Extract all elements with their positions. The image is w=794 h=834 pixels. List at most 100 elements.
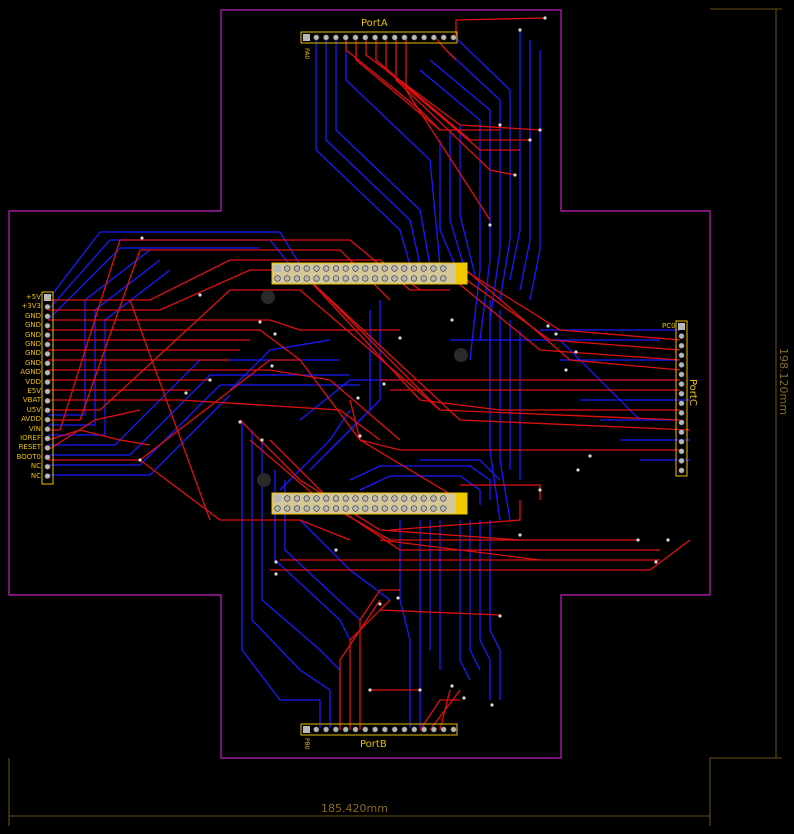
port-c-pad (678, 438, 685, 445)
lower-header-pad (371, 495, 379, 502)
port-b-pad (372, 726, 379, 733)
power-pin-label: BOOT0 (16, 452, 41, 461)
port-a-pads (313, 34, 457, 41)
port-a-pad (450, 34, 457, 41)
lower-header-pad (430, 505, 437, 512)
port-b-pad (332, 726, 340, 733)
lower-header-pad (293, 495, 301, 502)
power-pin-label: GND (24, 330, 41, 339)
power-pin-label: NC (30, 462, 41, 471)
upper-header-pad (401, 275, 408, 282)
port-c-pad (678, 409, 685, 417)
lower-header-pad (381, 505, 388, 512)
port-c-pad (678, 419, 685, 426)
upper-header-pad (313, 265, 320, 272)
lower-header-pad (323, 495, 330, 502)
port-a-pad (362, 34, 369, 41)
port-b-pad (421, 726, 428, 733)
power-pin-label: +3V3 (21, 302, 41, 311)
upper-header-pad (323, 275, 330, 282)
power-pin-label: IOREF (20, 434, 41, 442)
upper-header-pad (440, 275, 447, 282)
port-c-pad (678, 381, 685, 388)
power-pin-label: GND (24, 349, 41, 358)
upper-dual-header-pads (274, 265, 447, 282)
port-a-pad (342, 34, 349, 41)
lower-header-pad (303, 495, 310, 502)
upper-header-pad (362, 265, 369, 272)
lower-header-pad (371, 505, 379, 512)
port-c-pad (678, 333, 685, 340)
lower-header-pad (303, 505, 310, 512)
lower-header-pad (352, 505, 359, 512)
upper-header-pad (303, 275, 310, 282)
upper-header-pad (352, 275, 359, 282)
upper-header-pad (313, 275, 320, 282)
upper-header-pad (391, 265, 398, 272)
power-pin-label: VIN (28, 424, 41, 433)
port-c-pad (678, 390, 685, 397)
lower-header-pad (342, 495, 349, 502)
power-pin-label: GND (24, 311, 41, 320)
lower-header-pad (352, 495, 359, 502)
port-c-pad (678, 467, 685, 474)
power-pad (44, 397, 51, 405)
power-pad (44, 463, 51, 470)
width-dimension-label: 185.420mm (321, 802, 388, 815)
port-a-pad (411, 34, 418, 41)
power-pin-label: +5V (25, 293, 41, 301)
power-pad (44, 435, 51, 442)
port-b-pad (450, 726, 457, 733)
upper-header-pad (410, 275, 418, 282)
port-b-pad (391, 726, 398, 733)
port-a-pad (381, 34, 389, 41)
lower-header-pad (410, 495, 418, 502)
port-c-pad (678, 352, 685, 359)
port-a-pad (421, 34, 428, 41)
port-b-pad (323, 726, 330, 733)
port-a-first-pin-label: PA0 (303, 48, 310, 60)
port-c-header (675, 320, 688, 477)
upper-header-pad (381, 265, 388, 272)
power-pin-label: VDD (25, 377, 41, 386)
lower-header-pad (284, 505, 291, 512)
port-c-pad (678, 371, 685, 378)
upper-header-pad (332, 265, 340, 272)
lower-header-pad (401, 505, 408, 512)
power-pad (44, 350, 51, 358)
port-b-pad (440, 726, 447, 733)
port-b-pad (313, 726, 320, 733)
port-a-pad (372, 34, 379, 41)
port-b-pad (411, 726, 418, 733)
lower-header-pad (410, 505, 418, 512)
port-b-header (300, 723, 458, 736)
upper-header-pad (362, 275, 369, 282)
power-header-pads (44, 303, 51, 480)
height-dimension-label: 198.120mm (777, 348, 790, 415)
lower-header-pad (420, 495, 427, 502)
port-b-pads (313, 726, 457, 733)
power-pad (44, 454, 51, 461)
power-pad (44, 416, 51, 423)
power-header (41, 291, 54, 485)
port-a-pad (352, 34, 359, 41)
port-b-title: PortB (360, 739, 387, 750)
port-a-pad (332, 34, 340, 41)
power-pad (44, 388, 51, 395)
port-c-pad (678, 457, 685, 465)
port-b-pad (352, 726, 359, 733)
lower-header-pad (313, 505, 320, 512)
lower-header-pad (381, 495, 388, 502)
port-c-pad (678, 361, 685, 369)
upper-header-pad (391, 275, 398, 282)
upper-header-pad (342, 265, 349, 272)
upper-header-pad (430, 275, 437, 282)
upper-header-pad (420, 275, 427, 282)
power-pin-label: U5V (26, 405, 41, 414)
vias (138, 16, 670, 707)
board-outline (8, 9, 711, 759)
upper-header-pad (381, 275, 388, 282)
lower-header-pad (323, 505, 330, 512)
power-pad (44, 313, 51, 320)
lower-header-pad (440, 495, 447, 502)
